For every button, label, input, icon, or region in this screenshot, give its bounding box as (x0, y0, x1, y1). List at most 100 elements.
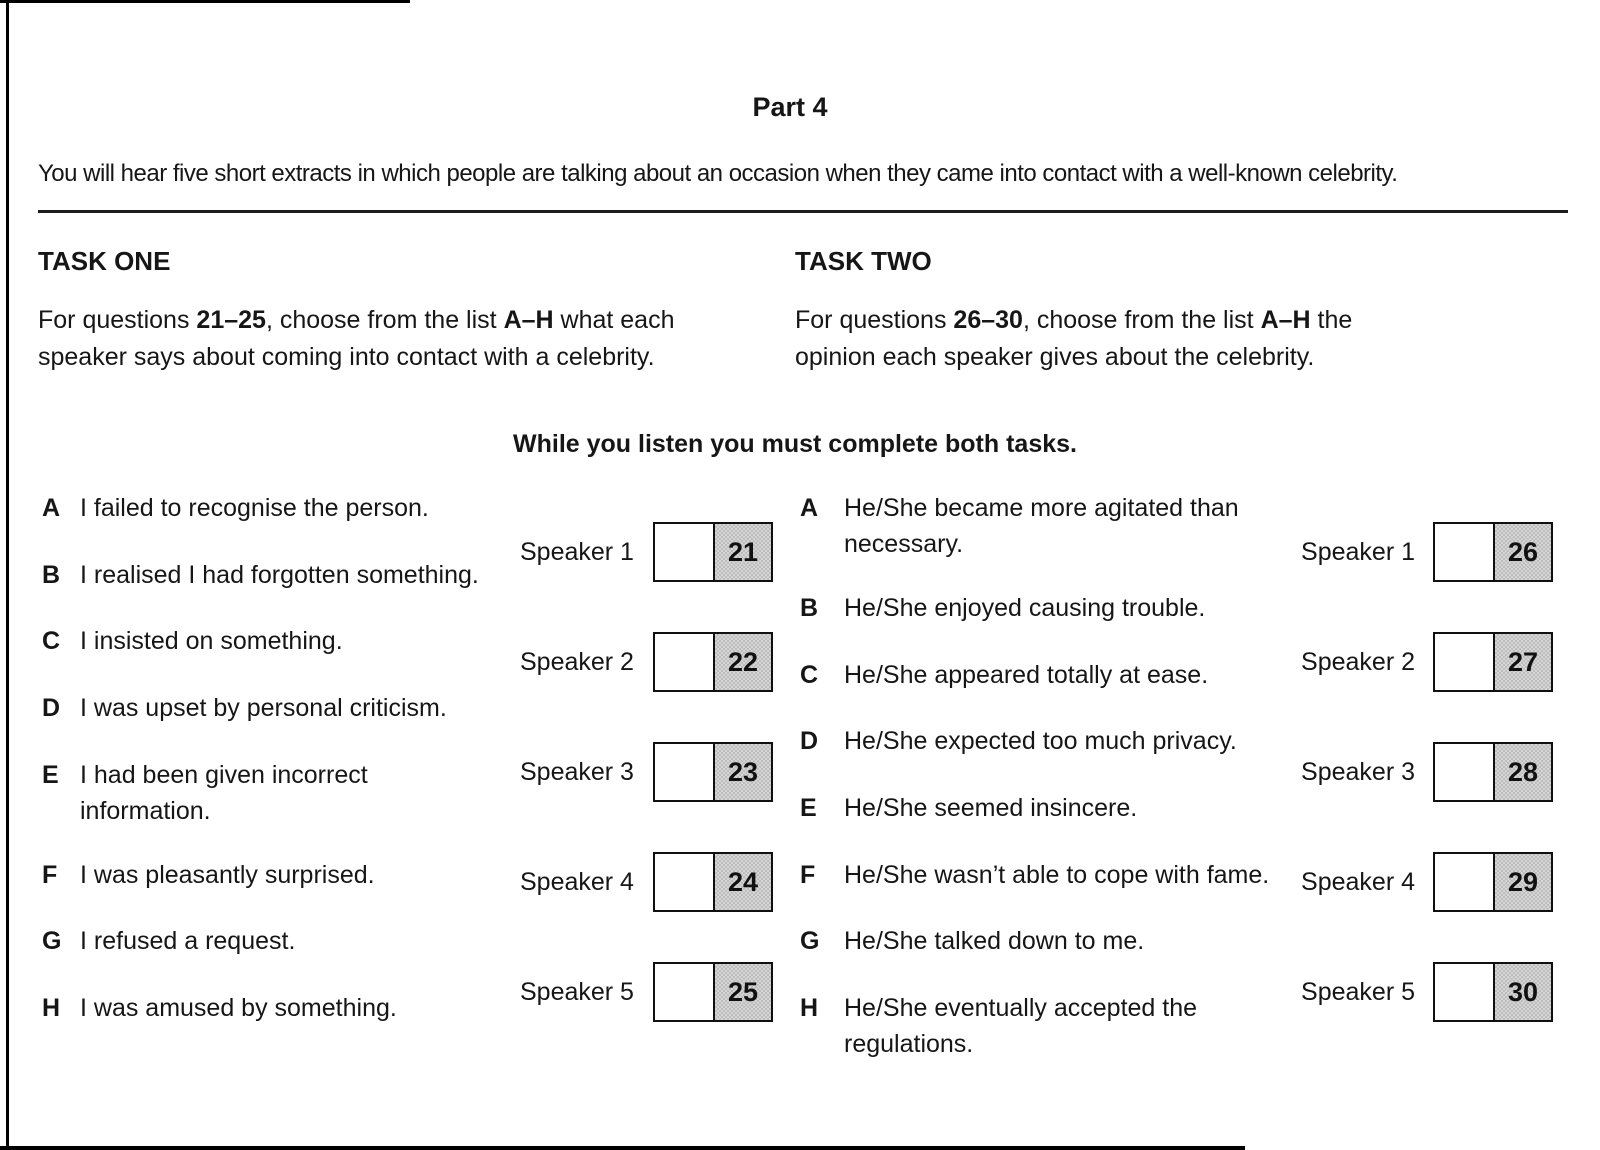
option-text: He/She wasn’t able to cope with fame. (844, 861, 1270, 889)
page-edge-bottom (0, 1146, 1245, 1150)
task2-option-B: B He/She enjoyed causing trouble. (800, 590, 1205, 626)
task1-option-A: A I failed to recognise the person. (42, 490, 429, 526)
page-edge-left (6, 0, 9, 1150)
desc-text: , choose from the list (1022, 306, 1261, 334)
task2-option-E: E He/She seemed insincere. (800, 790, 1137, 826)
desc-text: For questions (795, 306, 954, 334)
option-text: He/She seemed insincere. (844, 794, 1138, 822)
task1-speaker-3-row: Speaker 3 23 (520, 742, 773, 802)
task1-speaker-2-row: Speaker 2 22 (520, 632, 773, 692)
task2-speaker-1-row: Speaker 1 26 (1283, 522, 1553, 582)
task2-speaker-5-row: Speaker 5 30 (1283, 962, 1553, 1022)
intro-text: You will hear five short extracts in whi… (38, 160, 1398, 187)
task-one-heading: TASK ONE (38, 246, 171, 276)
option-text: He/She appeared totally at ease. (844, 661, 1209, 689)
speaker-label: Speaker 1 (520, 537, 634, 566)
task1-option-B: B I realised I had forgotten something. (42, 557, 479, 593)
answer-number-28: 28 (1495, 744, 1551, 800)
option-letter: C (800, 661, 819, 689)
section-divider (38, 210, 1568, 213)
option-letter: B (800, 594, 819, 622)
answer-number-29: 29 (1495, 854, 1551, 910)
answer-blank-27[interactable] (1435, 634, 1495, 690)
answer-blank-24[interactable] (655, 854, 715, 910)
option-letter: A (800, 494, 819, 522)
letter-range: A–H (503, 306, 554, 334)
option-text: I insisted on something. (80, 627, 343, 655)
answer-number-24: 24 (715, 854, 771, 910)
speaker-label: Speaker 1 (1301, 537, 1415, 566)
option-text: I failed to recognise the person. (80, 494, 429, 522)
answer-box-24: 24 (653, 852, 773, 912)
speaker-label: Speaker 4 (520, 867, 634, 896)
task-two-heading: TASK TWO (795, 246, 932, 276)
option-letter: G (42, 927, 62, 955)
task2-option-D: D He/She expected too much privacy. (800, 723, 1237, 759)
option-letter: C (42, 627, 61, 655)
answer-box-30: 30 (1433, 962, 1553, 1022)
task2-speaker-4-row: Speaker 4 29 (1283, 852, 1553, 912)
speaker-label: Speaker 5 (520, 977, 634, 1006)
question-range: 26–30 (953, 306, 1023, 334)
desc-text: For questions (38, 306, 197, 334)
option-letter: H (42, 994, 61, 1022)
task-one-desc-line1: For questions 21–25, choose from the lis… (38, 302, 675, 339)
desc-text: the (1310, 306, 1353, 334)
task1-option-H: H I was amused by something. (42, 990, 397, 1026)
desc-text: what each (553, 306, 675, 334)
answer-number-27: 27 (1495, 634, 1551, 690)
speaker-label: Speaker 5 (1301, 977, 1415, 1006)
answer-blank-26[interactable] (1435, 524, 1495, 580)
task1-option-D: D I was upset by personal criticism. (42, 690, 447, 726)
answer-blank-21[interactable] (655, 524, 715, 580)
speaker-label: Speaker 4 (1301, 867, 1415, 896)
speaker-label: Speaker 2 (1301, 647, 1415, 676)
task1-speaker-5-row: Speaker 5 25 (520, 962, 773, 1022)
task2-option-C: C He/She appeared totally at ease. (800, 657, 1208, 693)
answer-number-30: 30 (1495, 964, 1551, 1020)
task1-option-F: F I was pleasantly surprised. (42, 857, 375, 893)
answer-number-21: 21 (715, 524, 771, 580)
answer-box-29: 29 (1433, 852, 1553, 912)
task-two-description: For questions 26–30, choose from the lis… (795, 302, 1352, 376)
option-text: I was pleasantly surprised. (80, 861, 375, 889)
option-text: He/She talked down to me. (844, 927, 1145, 955)
option-text: I was upset by personal criticism. (80, 694, 447, 722)
answer-number-22: 22 (715, 634, 771, 690)
task2-speaker-3-row: Speaker 3 28 (1283, 742, 1553, 802)
option-letter: B (42, 561, 61, 589)
task1-speaker-1-row: Speaker 1 21 (520, 522, 773, 582)
answer-box-21: 21 (653, 522, 773, 582)
option-letter: F (800, 861, 816, 889)
option-text: I realised I had forgotten something. (80, 561, 479, 589)
task-one-desc-line2: speaker says about coming into contact w… (38, 343, 655, 371)
question-range: 21–25 (196, 306, 266, 334)
answer-box-26: 26 (1433, 522, 1553, 582)
task2-option-F: F He/She wasn’t able to cope with fame. (800, 857, 1269, 893)
letter-range: A–H (1260, 306, 1311, 334)
task2-speaker-2-row: Speaker 2 27 (1283, 632, 1553, 692)
task-one-description: For questions 21–25, choose from the lis… (38, 302, 675, 376)
answer-blank-25[interactable] (655, 964, 715, 1020)
task1-speaker-4-row: Speaker 4 24 (520, 852, 773, 912)
task2-option-G: G He/She talked down to me. (800, 923, 1144, 959)
option-text: I was amused by something. (80, 994, 397, 1022)
answer-box-27: 27 (1433, 632, 1553, 692)
option-letter: H (800, 994, 819, 1022)
option-letter: D (42, 694, 61, 722)
answer-blank-28[interactable] (1435, 744, 1495, 800)
part-title: Part 4 (752, 92, 828, 122)
answer-box-25: 25 (653, 962, 773, 1022)
task-two-desc-line2: opinion each speaker gives about the cel… (795, 343, 1315, 371)
answer-blank-23[interactable] (655, 744, 715, 800)
answer-number-23: 23 (715, 744, 771, 800)
speaker-label: Speaker 3 (1301, 757, 1415, 786)
answer-blank-29[interactable] (1435, 854, 1495, 910)
answer-blank-22[interactable] (655, 634, 715, 690)
answer-blank-30[interactable] (1435, 964, 1495, 1020)
